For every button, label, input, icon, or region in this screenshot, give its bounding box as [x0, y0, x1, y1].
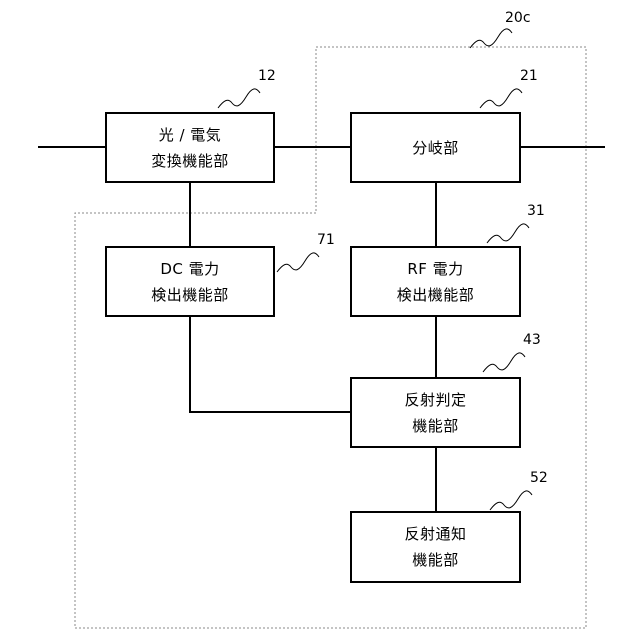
reflection-notify-block: 反射通知 機能部	[350, 511, 521, 583]
ref-label-52: 52	[530, 470, 548, 486]
leader-52	[490, 491, 532, 510]
leader-31	[487, 224, 529, 243]
ref-label-20c: 20c	[505, 10, 531, 26]
reflection-notify-line1: 反射通知	[404, 521, 466, 547]
leader-21	[480, 89, 522, 108]
leader-12	[218, 89, 260, 108]
rf-detector-line1: RF 電力	[407, 256, 463, 282]
dc-detector-line1: DC 電力	[160, 256, 219, 282]
reflection-judge-line2: 機能部	[412, 413, 459, 439]
ref-label-43: 43	[523, 332, 541, 348]
ref-label-12: 12	[258, 68, 276, 84]
leader-20c	[470, 29, 512, 48]
reflection-judge-block: 反射判定 機能部	[350, 377, 521, 448]
dc-detector-line2: 検出機能部	[151, 282, 229, 308]
splitter-line1: 分岐部	[412, 135, 459, 161]
rf-detector-block: RF 電力 検出機能部	[350, 246, 521, 317]
reflection-notify-line2: 機能部	[412, 547, 459, 573]
reflection-judge-line1: 反射判定	[404, 387, 466, 413]
rf-detector-line2: 検出機能部	[397, 282, 475, 308]
dc-detector-block: DC 電力 検出機能部	[105, 246, 275, 317]
dc-to-judge-line	[190, 317, 350, 412]
converter-block: 光 / 電気 変換機能部	[105, 112, 275, 183]
ref-label-71: 71	[317, 232, 335, 248]
leader-43	[483, 353, 525, 372]
ref-label-31: 31	[527, 203, 545, 219]
ref-label-21: 21	[520, 68, 538, 84]
converter-line1: 光 / 電気	[159, 122, 222, 148]
leader-71	[277, 253, 319, 272]
splitter-block: 分岐部	[350, 112, 521, 183]
converter-line2: 変換機能部	[151, 148, 229, 174]
